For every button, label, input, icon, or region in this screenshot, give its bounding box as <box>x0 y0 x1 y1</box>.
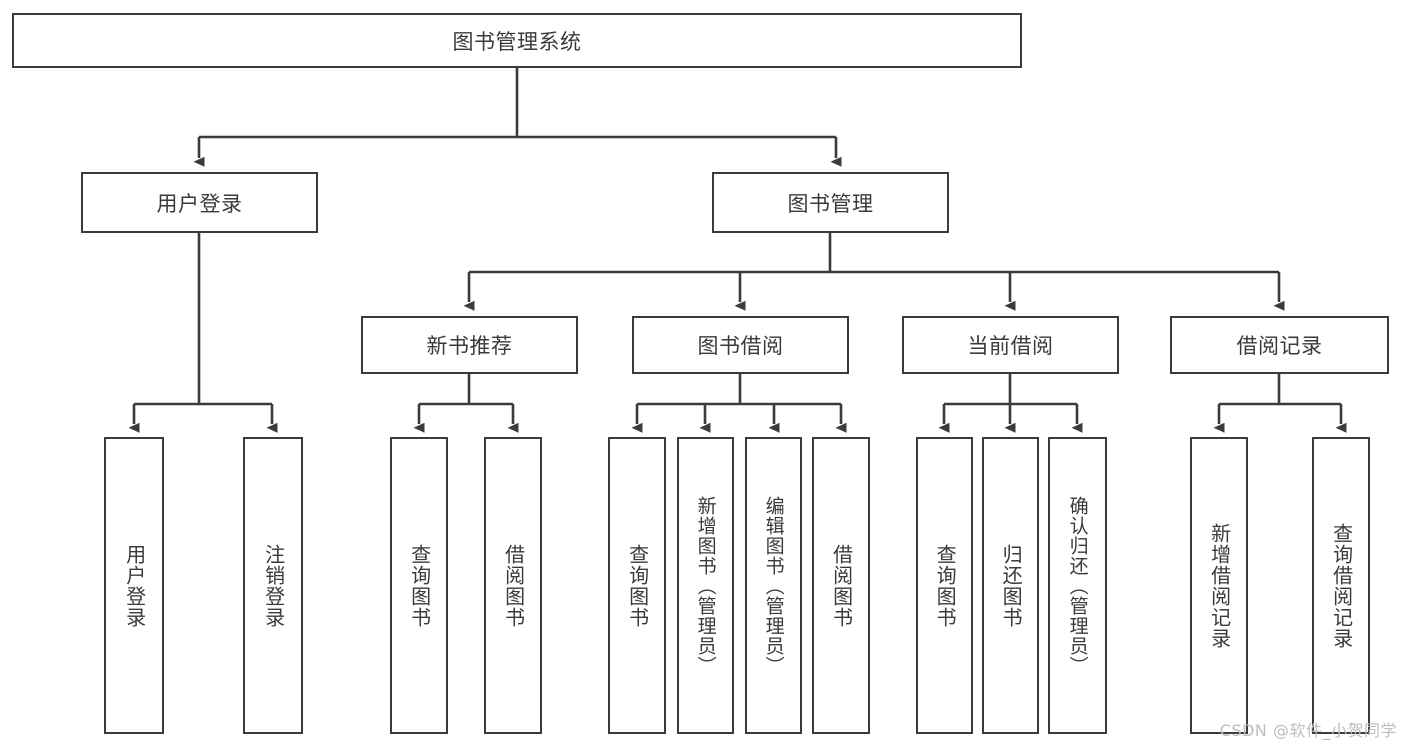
leaf-user-login-label: 用户登录 <box>122 543 147 628</box>
leaf-edit-book-admin-label: 编辑图书（管理员） <box>762 495 785 676</box>
node-borrow-record[interactable]: 借阅记录 <box>1170 316 1389 374</box>
leaf-return-book-label: 归还图书 <box>999 543 1024 628</box>
node-book-borrow-label: 图书借阅 <box>697 334 784 358</box>
node-user-login[interactable]: 用户登录 <box>81 172 318 233</box>
leaf-query-book-borrow-label: 查询图书 <box>625 543 650 628</box>
node-book-management[interactable]: 图书管理 <box>712 172 949 233</box>
leaf-return-book[interactable]: 归还图书 <box>982 437 1039 734</box>
leaf-borrow-book[interactable]: 借阅图书 <box>812 437 870 734</box>
node-borrow-record-label: 借阅记录 <box>1236 334 1323 358</box>
node-new-book-recommend[interactable]: 新书推荐 <box>361 316 578 374</box>
node-current-borrow[interactable]: 当前借阅 <box>902 316 1119 374</box>
leaf-add-borrow-record-label: 新增借阅记录 <box>1207 522 1232 649</box>
leaf-borrow-book-recommend-label: 借阅图书 <box>501 543 526 628</box>
leaf-borrow-book-recommend[interactable]: 借阅图书 <box>484 437 542 734</box>
leaf-query-borrow-record[interactable]: 查询借阅记录 <box>1312 437 1370 734</box>
node-book-borrow[interactable]: 图书借阅 <box>632 316 849 374</box>
leaf-confirm-return-admin[interactable]: 确认归还（管理员） <box>1048 437 1107 734</box>
leaf-confirm-return-admin-label: 确认归还（管理员） <box>1066 495 1089 676</box>
leaf-query-book-recommend[interactable]: 查询图书 <box>390 437 448 734</box>
leaf-query-book-recommend-label: 查询图书 <box>407 543 432 628</box>
node-root-label: 图书管理系统 <box>452 29 582 54</box>
node-root[interactable]: 图书管理系统 <box>12 13 1022 68</box>
leaf-user-login[interactable]: 用户登录 <box>104 437 164 734</box>
node-user-login-label: 用户登录 <box>156 191 243 216</box>
leaf-add-borrow-record[interactable]: 新增借阅记录 <box>1190 437 1248 734</box>
leaf-query-book-borrow[interactable]: 查询图书 <box>608 437 666 734</box>
node-new-book-recommend-label: 新书推荐 <box>426 334 513 358</box>
leaf-add-book-admin-label: 新增图书（管理员） <box>694 495 717 676</box>
leaf-add-book-admin[interactable]: 新增图书（管理员） <box>677 437 734 734</box>
leaf-query-book-current[interactable]: 查询图书 <box>916 437 973 734</box>
leaf-logout-label: 注销登录 <box>261 543 286 628</box>
leaf-query-book-current-label: 查询图书 <box>933 543 958 628</box>
leaf-borrow-book-label: 借阅图书 <box>829 543 854 628</box>
leaf-logout[interactable]: 注销登录 <box>243 437 303 734</box>
node-current-borrow-label: 当前借阅 <box>967 334 1054 358</box>
node-book-management-label: 图书管理 <box>787 191 874 216</box>
leaf-query-borrow-record-label: 查询借阅记录 <box>1329 522 1354 649</box>
leaf-edit-book-admin[interactable]: 编辑图书（管理员） <box>745 437 802 734</box>
